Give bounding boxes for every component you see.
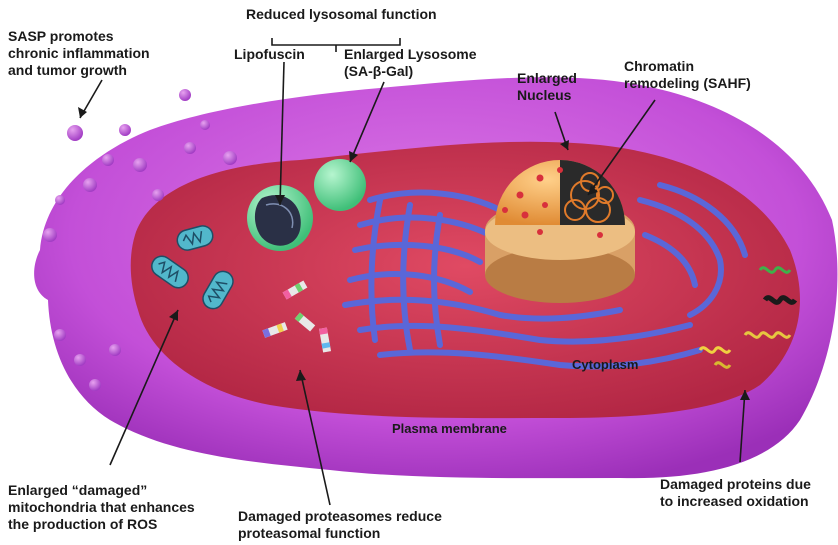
label-enlarged-lysosome-line1: Enlarged Lysosome	[344, 46, 477, 63]
label-chromatin-line2: remodeling (SAHF)	[624, 75, 751, 92]
label-plasma-membrane: Plasma membrane	[392, 420, 507, 437]
label-reduced-lysosomal-function: Reduced lysosomal function	[246, 6, 437, 23]
label-proteasomes-line1: Damaged proteasomes reduce	[238, 508, 442, 525]
label-proteasomes: Damaged proteasomes reduce proteasomal f…	[238, 508, 442, 542]
label-mitochondria-line1: Enlarged “damaged”	[8, 482, 195, 499]
label-enlarged-lysosome-line2: (SA-β-Gal)	[344, 63, 477, 80]
label-lipofuscin: Lipofuscin	[234, 46, 305, 63]
label-enlarged-nucleus: Enlarged Nucleus	[517, 70, 577, 104]
label-enlarged-nucleus-line1: Enlarged	[517, 70, 577, 87]
label-cytoplasm: Cytoplasm	[572, 356, 638, 373]
label-mitochondria-line2: mitochondria that enhances	[8, 499, 195, 516]
label-sasp: SASP promotes chronic inflammation and t…	[8, 28, 150, 79]
label-mitochondria-line3: the production of ROS	[8, 516, 195, 533]
label-enlarged-nucleus-line2: Nucleus	[517, 87, 577, 104]
label-sasp-line1: SASP promotes	[8, 28, 150, 45]
label-proteasomes-line2: proteasomal function	[238, 525, 442, 542]
label-damaged-proteins-line2: to increased oxidation	[660, 493, 811, 510]
label-chromatin-line1: Chromatin	[624, 58, 751, 75]
label-chromatin-remodeling: Chromatin remodeling (SAHF)	[624, 58, 751, 92]
label-mitochondria: Enlarged “damaged” mitochondria that enh…	[8, 482, 195, 533]
label-sasp-line3: and tumor growth	[8, 62, 150, 79]
label-damaged-proteins-line1: Damaged proteins due	[660, 476, 811, 493]
label-sasp-line2: chronic inflammation	[8, 45, 150, 62]
enlarged-lysosome	[314, 159, 366, 211]
label-damaged-proteins: Damaged proteins due to increased oxidat…	[660, 476, 811, 510]
label-enlarged-lysosome: Enlarged Lysosome (SA-β-Gal)	[344, 46, 477, 80]
